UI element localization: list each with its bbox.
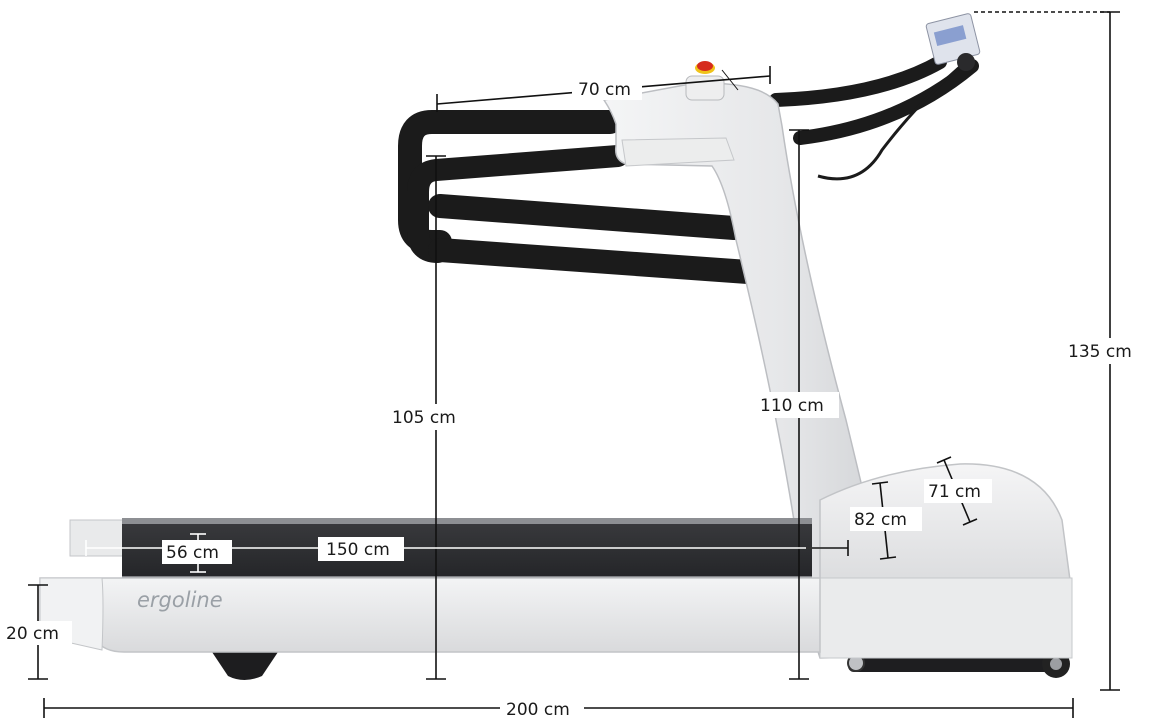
svg-text:200 cm: 200 cm — [506, 700, 570, 719]
label-handrail-width: 70 cm — [572, 76, 642, 100]
console-arm-lower — [793, 59, 979, 145]
label-deck-height: 20 cm — [2, 621, 72, 645]
deck-rear-cap — [69, 519, 125, 557]
lower-handrail — [407, 145, 629, 263]
belt-edge-top — [122, 518, 812, 524]
svg-text:70 cm: 70 cm — [578, 80, 631, 100]
dimension-labels: 70 cm 105 cm 110 cm 135 cm 56 cm 150 cm … — [2, 76, 1148, 719]
label-motor-cover-height: 82 cm — [850, 507, 922, 531]
console — [925, 13, 981, 71]
side-rail-upper — [428, 194, 746, 240]
label-total-height: 135 cm — [1066, 338, 1148, 364]
belt — [122, 518, 812, 584]
treadmill-illustration — [39, 13, 1073, 680]
arm-bracket-lower — [621, 137, 735, 167]
motor-base — [819, 577, 1073, 659]
front-foot — [212, 652, 278, 680]
svg-text:82 cm: 82 cm — [854, 510, 907, 530]
svg-text:20 cm: 20 cm — [6, 624, 59, 644]
svg-text:135 cm: 135 cm — [1068, 342, 1132, 362]
console-arm-upper — [769, 55, 947, 107]
label-total-length: 200 cm — [500, 697, 584, 719]
label-handrail-height: 105 cm — [390, 404, 472, 430]
handrails — [398, 55, 979, 284]
svg-text:71 cm: 71 cm — [928, 482, 981, 502]
label-frame-height: 110 cm — [757, 392, 839, 418]
svg-text:56 cm: 56 cm — [166, 543, 219, 563]
brand-logo-text: ergoline — [137, 588, 223, 612]
console-cable — [817, 58, 969, 181]
label-motor-cover-depth: 71 cm — [924, 479, 992, 503]
svg-text:150 cm: 150 cm — [326, 540, 390, 560]
motor-cover — [819, 463, 1071, 581]
side-rail-lower — [428, 238, 760, 284]
label-belt-length: 150 cm — [318, 537, 404, 561]
svg-text:105 cm: 105 cm — [392, 408, 456, 428]
svg-text:110 cm: 110 cm — [760, 396, 824, 416]
console-knob — [957, 53, 975, 71]
label-belt-width: 56 cm — [162, 540, 232, 564]
